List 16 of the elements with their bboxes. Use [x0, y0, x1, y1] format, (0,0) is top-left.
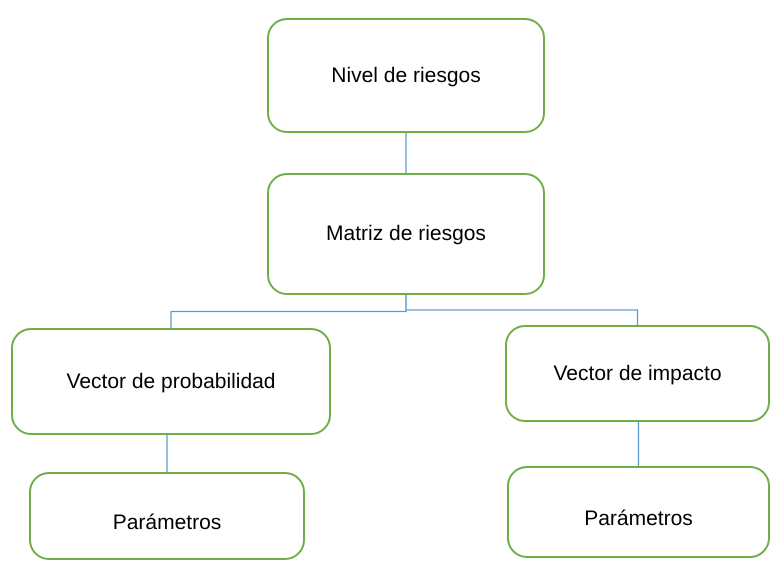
process-box: [267, 18, 545, 133]
process-box: [267, 173, 545, 295]
box-label: Matriz de riesgos: [326, 222, 486, 246]
process-box: [29, 472, 305, 560]
process-box: [505, 325, 770, 422]
connector-line: [405, 295, 638, 325]
connector-line: [638, 422, 640, 466]
process-box: [11, 328, 331, 435]
box-label: Nivel de riesgos: [331, 64, 481, 88]
box-label: Parámetros: [112, 511, 222, 535]
connector-line: [405, 133, 407, 173]
process-box: [507, 466, 770, 558]
box-label: Vector de impacto: [553, 362, 722, 386]
box-label: Vector de probabilidad: [66, 370, 276, 394]
box-label: Parámetros: [584, 507, 693, 531]
connector-line: [166, 435, 168, 472]
